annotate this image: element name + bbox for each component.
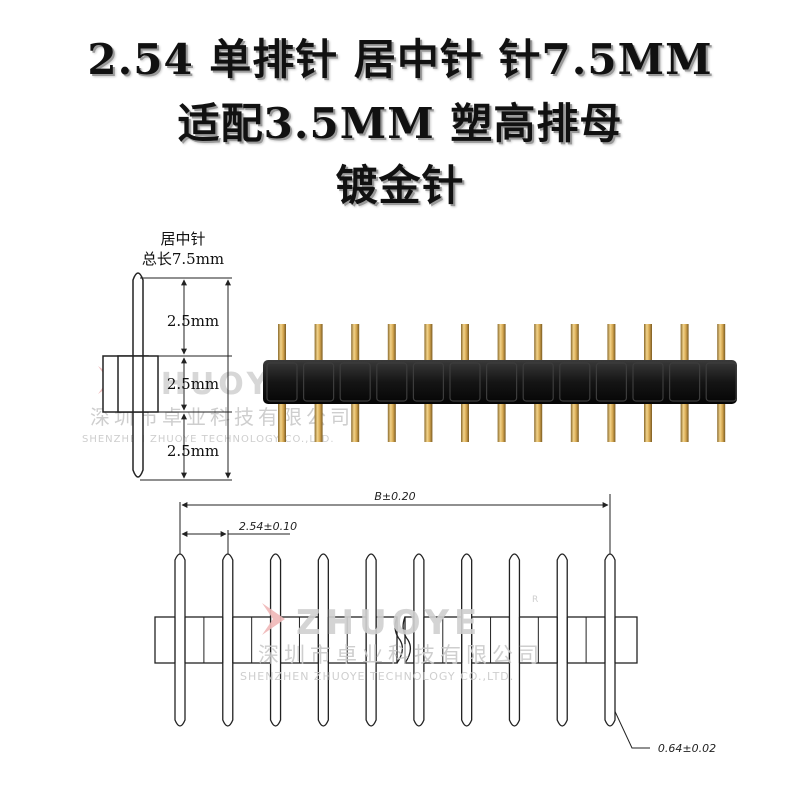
photo-housing-cell [559, 362, 591, 402]
photo-pin-top [461, 324, 469, 364]
photo-pin-bottom [351, 400, 360, 442]
photo-pin-bottom [607, 400, 616, 442]
watermark-bottom: ZHUOYE R 深圳市卓业科技有限公司 SHENZHEN ZHUOYE TEC… [240, 595, 544, 683]
title-line-2: 适配3.5MM 塑高排母 [177, 99, 623, 148]
dim-total-label: B±0.20 [374, 490, 415, 503]
photo-housing-cell [595, 362, 628, 402]
front-pin [604, 553, 616, 727]
photo-housing-cell [303, 362, 335, 402]
photo-pin-bottom [424, 400, 433, 442]
photo-pin-bottom [717, 400, 726, 442]
photo-pin-top [680, 324, 689, 364]
photo-pin-top [717, 324, 726, 364]
photo-housing-cell [522, 362, 554, 402]
front-pin [413, 553, 425, 727]
watermark-registered: R [532, 595, 538, 605]
photo-pin-bottom [644, 400, 652, 442]
watermark-arrow-icon [262, 603, 285, 635]
watermark-english: SHENZHEN ZHUOYE TECHNOLOGY CO.,LTD. [82, 434, 335, 445]
photo-pin-top [424, 324, 433, 364]
front-pin [556, 553, 568, 727]
photo-housing-cell [376, 362, 408, 402]
photo-pin-top [387, 324, 396, 364]
photo-housing-cell [339, 362, 371, 402]
photo-pin-top [607, 324, 616, 364]
photo-pin-top [534, 324, 543, 364]
photo-housing-cell [668, 362, 701, 402]
dim-pitch-label: 2.54±0.10 [239, 520, 297, 533]
photo-housing-cell [486, 362, 518, 402]
dim-top-label: 2.5mm [167, 312, 219, 330]
photo-pin-bottom [461, 400, 469, 442]
title-line-1: 2.54 单排针 居中针 针7.5MM [87, 35, 713, 84]
side-view-label-type: 居中针 [160, 230, 205, 248]
photo-housing [263, 360, 737, 404]
photo-pin-bottom [680, 400, 689, 442]
front-view-pins [174, 553, 616, 727]
photo-pin-top [497, 324, 506, 364]
photo-pin-bottom [497, 400, 506, 442]
front-pin [508, 553, 521, 727]
watermark-english: SHENZHEN ZHUOYE TECHNOLOGY CO.,LTD. [240, 670, 514, 683]
front-pin [461, 553, 473, 727]
side-view-label-total: 总长7.5mm [142, 250, 224, 268]
photo-pin-top [570, 324, 579, 364]
dim-mid-label: 2.5mm [167, 375, 219, 393]
photo-pin-bottom [534, 400, 543, 442]
dim-bottom-label: 2.5mm [167, 442, 219, 460]
photo-pin-top [314, 324, 323, 364]
title-line-3: 镀金针 [335, 161, 465, 210]
photo-pin-top [278, 324, 286, 364]
photo-housing-cell [705, 362, 737, 402]
side-view-drawing [102, 272, 232, 481]
photo-housing-cell [449, 362, 481, 402]
photo-pin-top [351, 324, 360, 364]
front-pin [269, 553, 282, 727]
photo-housing-cell [266, 362, 298, 402]
front-pin [365, 553, 377, 727]
photo-pin-bottom [278, 400, 286, 442]
front-pin [222, 553, 234, 727]
photo-pin-top [644, 324, 652, 364]
pin-header-photo [263, 324, 737, 442]
photo-pin-bottom [570, 400, 579, 442]
dim-pin-label: 0.64±0.02 [658, 742, 716, 755]
photo-pin-bottom [314, 400, 323, 442]
front-pin [317, 553, 329, 727]
photo-housing-cell [632, 362, 664, 402]
front-pin [174, 553, 186, 727]
watermark-brand: ZHUOYE [296, 603, 482, 643]
photo-housing-cell [412, 362, 444, 402]
watermark-chinese: 深圳市卓业科技有限公司 [258, 643, 544, 667]
photo-pin-bottom [387, 400, 396, 442]
